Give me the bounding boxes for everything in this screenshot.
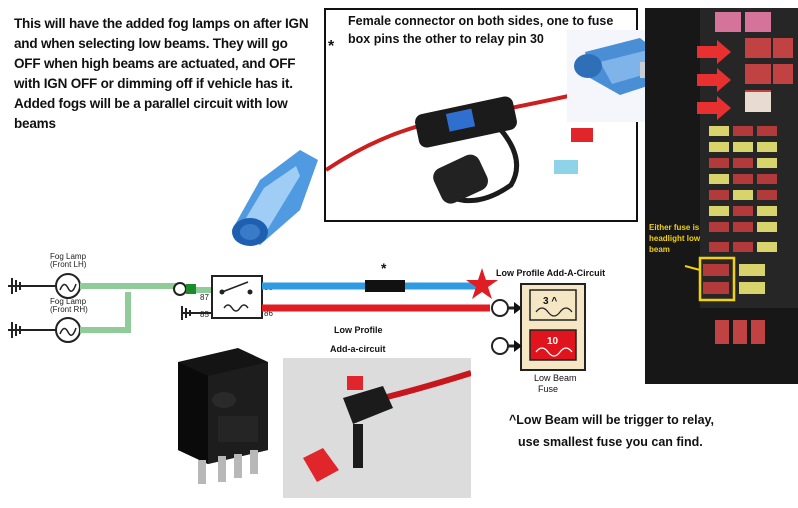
fuse-note-line-2: use smallest fuse you can find. (518, 435, 703, 449)
fog-connector (173, 282, 187, 296)
fusebox-callout-text: Either fuse is headlight low beam (649, 222, 709, 255)
fusebox-callout-box (698, 256, 736, 302)
fog-wire-splice (186, 284, 196, 294)
fusebox-callout-line-3: beam (649, 245, 670, 254)
fuse-note-line-1: ^Low Beam will be trigger to relay, (509, 413, 714, 427)
blue-female-connector-image (232, 150, 318, 246)
asterisk-mark: * (328, 38, 335, 55)
fog-lamp-lh-label-2: (Front LH) (50, 260, 87, 269)
fuse-bottom-label: 10 (547, 336, 559, 347)
inline-fuse-photo (326, 78, 636, 204)
add-a-circuit-title: Low Profile Add-A-Circuit (496, 268, 605, 278)
fog-lamp-rh (8, 317, 81, 343)
fusebox-callout-line-2: headlight low (649, 234, 701, 243)
red-wire-connector (491, 299, 509, 317)
wire-asterisk: * (381, 260, 387, 276)
relay-photo (168, 340, 278, 490)
low-profile-label-2: Add-a-circuit (330, 344, 386, 354)
relay-schematic (211, 275, 263, 319)
add-circuit-input-connector (491, 337, 509, 355)
relay-ground (181, 306, 212, 320)
relay-pin-86: 86 (264, 309, 273, 318)
relay-pin-87: 87 (200, 293, 209, 302)
inline-fuse-symbol (365, 280, 405, 292)
relay-photo-drawing (178, 348, 268, 484)
fog-lamp-lh (8, 273, 81, 299)
fusebox-callout-line-1: Either fuse is (649, 223, 700, 232)
fuse-box-tap-star (466, 268, 498, 299)
fuse-box-drawing (645, 8, 798, 384)
fog-lamp-rh-label-2: (Front RH) (50, 305, 88, 314)
low-beam-fuse-label-2: Fuse (538, 384, 558, 394)
low-beam-fuse-label-1: Low Beam (534, 373, 577, 383)
fog-lamp-lh-label-1: Fog Lamp (50, 252, 87, 261)
fuse-box-photo: Either fuse is headlight low beam (645, 8, 798, 384)
fuse-top-label: 3 ^ (543, 296, 557, 307)
add-a-circuit-schematic (520, 283, 586, 371)
inline-fuse-caption: Female connector on both sides, one to f… (348, 14, 614, 46)
intro-text: This will have the added fog lamps on af… (14, 16, 309, 131)
relay-pin-85: 85 (200, 310, 209, 319)
fog-lamp-rh-label-1: Fog Lamp (50, 297, 87, 306)
low-profile-label-1: Low Profile (334, 325, 383, 335)
add-a-circuit-photo (283, 358, 471, 498)
add-a-circuit-photo-drawing (283, 358, 471, 498)
